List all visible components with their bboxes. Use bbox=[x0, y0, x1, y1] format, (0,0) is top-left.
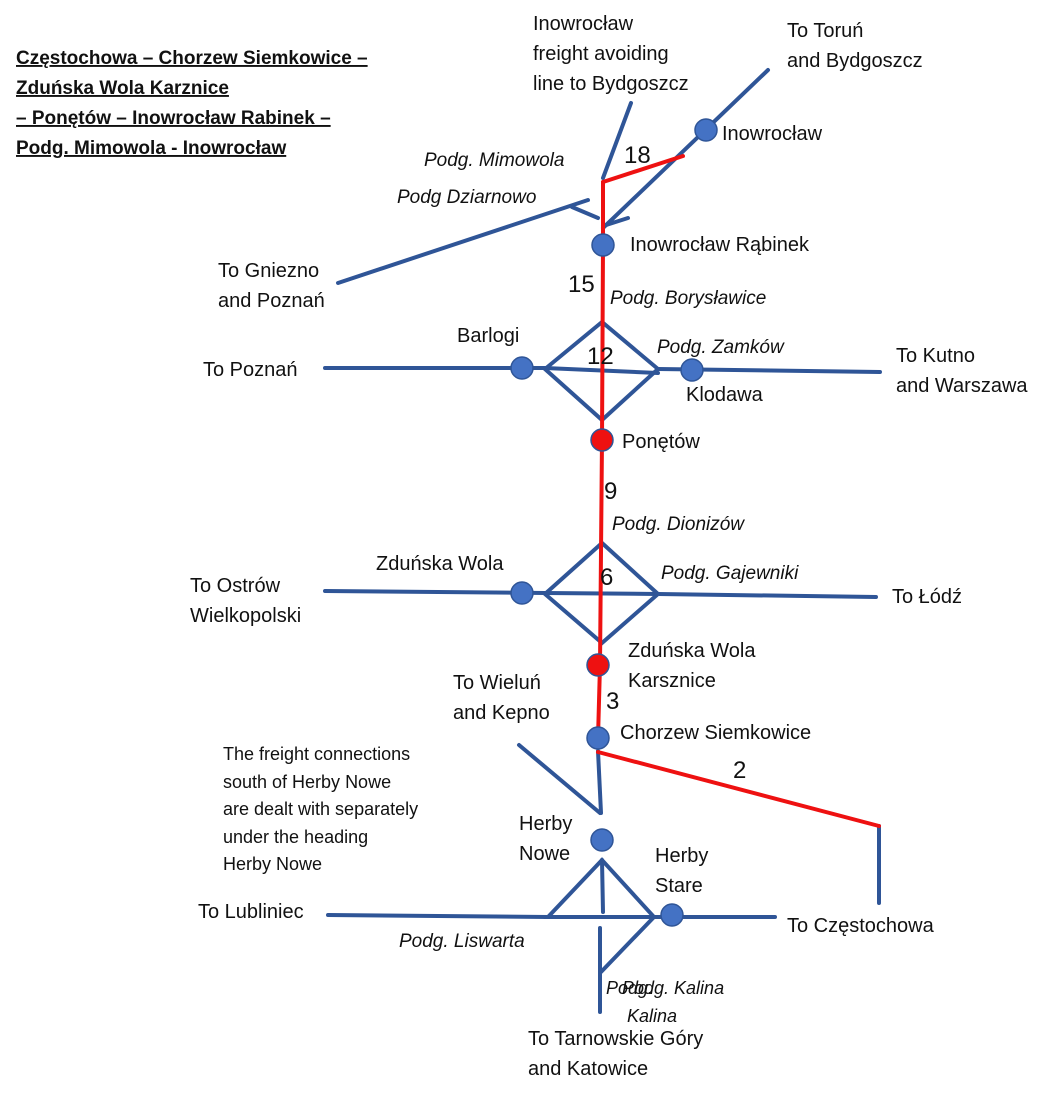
route-chorzew-czestochowa bbox=[596, 750, 881, 828]
station-dots bbox=[510, 118, 718, 927]
station-dot-herby-nowe bbox=[590, 828, 614, 852]
line-to-ostrow bbox=[323, 589, 547, 595]
station-dot-zdunska-wola bbox=[510, 581, 534, 605]
freight-note: The freight connections south of Herby N… bbox=[223, 744, 418, 874]
herby-stare-label-1: Herby bbox=[655, 845, 708, 867]
featured-route bbox=[596, 154, 881, 828]
station-dot-ponetow bbox=[590, 428, 614, 452]
gniezno-label-2: and Poznań bbox=[218, 290, 325, 312]
line-to-torun bbox=[601, 68, 770, 230]
distance-3: 3 bbox=[606, 688, 619, 715]
note-line-2: south of Herby Nowe bbox=[223, 772, 391, 792]
title-line-4: Podg. Mimowola - Inowrocław bbox=[16, 138, 286, 159]
kalina-label-b: Podg. Kalina bbox=[622, 978, 724, 998]
herby-nowe-label-1: Herby bbox=[519, 813, 572, 835]
title-line-3: – Ponętów – Inowrocław Rabinek – bbox=[16, 108, 331, 129]
herby-stare-label-2: Stare bbox=[655, 875, 703, 897]
kutno-label-1: To Kutno bbox=[896, 345, 975, 367]
line-to-wielun bbox=[517, 743, 602, 815]
distance-6: 6 bbox=[600, 564, 613, 591]
route-ponetow-karsznice bbox=[598, 438, 604, 667]
station-dot-herby-stare bbox=[660, 903, 684, 927]
note-line-3: are dealt with separately bbox=[223, 799, 418, 819]
tarnowskie-label-2: and Katowice bbox=[528, 1058, 648, 1080]
title-line-2: Zduńska Wola Karznice bbox=[16, 78, 229, 99]
station-dot-klodawa bbox=[680, 358, 704, 382]
liswarta-label: Podg. Liswarta bbox=[399, 931, 525, 952]
station-dot-karsznice bbox=[586, 653, 610, 677]
route-inowroclaw-mimowola bbox=[601, 154, 685, 184]
line-dziarnowo-link bbox=[601, 216, 630, 228]
line-chorzew-herby bbox=[596, 749, 603, 815]
herby-nowe-label-2: Nowe bbox=[519, 843, 570, 865]
karsznice-label-2: Karsznice bbox=[628, 670, 716, 692]
title-block: Częstochowa – Chorzew Siemkowice – Zduńs… bbox=[16, 48, 368, 159]
line-to-lubliniec bbox=[326, 913, 550, 919]
distance-12: 12 bbox=[587, 343, 614, 370]
line-herby-central bbox=[600, 858, 605, 914]
barlogi-label: Barlogi bbox=[457, 325, 519, 347]
distance-9: 9 bbox=[604, 478, 617, 505]
ostrow-label-2: Wielkopolski bbox=[190, 605, 301, 627]
route-rabinek-ponetow bbox=[600, 243, 605, 442]
note-line-4: under the heading bbox=[223, 827, 368, 847]
rabinek-label: Inowrocław Rąbinek bbox=[630, 234, 810, 256]
station-dot-barlogi bbox=[510, 356, 534, 380]
czestochowa-label: To Częstochowa bbox=[787, 915, 935, 937]
distance-2: 2 bbox=[733, 757, 746, 784]
station-dot-inowroclaw bbox=[694, 118, 718, 142]
torun-label-2: and Bydgoszcz bbox=[787, 50, 923, 72]
freight-line-label-1: Inowrocław bbox=[533, 13, 634, 35]
note-line-1: The freight connections bbox=[223, 744, 410, 764]
line-to-lodz bbox=[656, 592, 878, 599]
route-karsznice-chorzew bbox=[596, 663, 602, 740]
kalina-label-a-2: Kalina bbox=[627, 1006, 677, 1026]
lodz-label: To Łódź bbox=[892, 586, 962, 608]
boryslawice-label: Podg. Borysławice bbox=[610, 288, 766, 309]
line-kalina-chord bbox=[599, 915, 656, 974]
chorzew-label: Chorzew Siemkowice bbox=[620, 722, 811, 744]
lubliniec-label: To Lubliniec bbox=[198, 901, 304, 923]
triangle-liswarta bbox=[543, 857, 659, 919]
gniezno-label-1: To Gniezno bbox=[218, 260, 319, 282]
freight-line-label-2: freight avoiding bbox=[533, 43, 669, 65]
station-dot-rabinek bbox=[591, 233, 615, 257]
wielun-label-1: To Wieluń bbox=[453, 672, 541, 694]
gajewniki-label: Podg. Gajewniki bbox=[661, 563, 799, 584]
zamkow-label: Podg. Zamków bbox=[657, 337, 785, 358]
tarnowskie-label-1: To Tarnowskie Góry bbox=[528, 1028, 703, 1050]
station-dot-chorzew bbox=[586, 726, 610, 750]
kalina-label-a-1: Podg. bbox=[606, 978, 653, 998]
wielun-label-2: and Kepno bbox=[453, 702, 550, 724]
poznan-label: To Poznań bbox=[203, 359, 298, 381]
line-dziarnowo-spur bbox=[570, 205, 600, 220]
dziarnowo-label: Podg Dziarnowo bbox=[397, 187, 536, 208]
kutno-label-2: and Warszawa bbox=[896, 375, 1028, 397]
distance-18: 18 bbox=[624, 142, 651, 169]
line-freight-avoiding bbox=[601, 101, 633, 180]
line-to-gniezno bbox=[336, 198, 590, 285]
dionizow-label: Podg. Dionizów bbox=[612, 514, 745, 535]
distance-15: 15 bbox=[568, 271, 595, 298]
inowroclaw-label: Inowrocław bbox=[722, 123, 823, 145]
mimowola-label: Podg. Mimowola bbox=[424, 150, 564, 171]
zdunska-wola-label: Zduńska Wola bbox=[376, 553, 504, 575]
karsznice-label-1: Zduńska Wola bbox=[628, 640, 756, 662]
note-line-5: Herby Nowe bbox=[223, 854, 322, 874]
klodawa-label: Klodawa bbox=[686, 384, 764, 406]
title-line-1: Częstochowa – Chorzew Siemkowice – bbox=[16, 48, 368, 69]
ostrow-label-1: To Ostrów bbox=[190, 575, 281, 597]
freight-line-label-3: line to Bydgoszcz bbox=[533, 73, 689, 95]
ponetow-label: Ponętów bbox=[622, 431, 700, 453]
torun-label-1: To Toruń bbox=[787, 20, 863, 42]
